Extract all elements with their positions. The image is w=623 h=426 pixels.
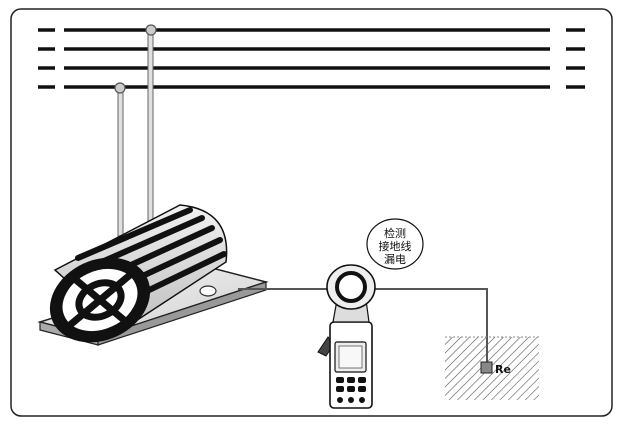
annotation-line-3: 漏电	[384, 253, 406, 266]
ground-rod: Re	[480, 361, 511, 376]
ground-rod-label: Re	[495, 363, 511, 376]
power-lines	[38, 28, 585, 89]
tap-node-1	[145, 24, 157, 36]
motor-end-cap	[49, 257, 151, 343]
clamp-meter	[317, 264, 376, 409]
tap-node-2	[114, 82, 126, 94]
meter-buttons	[336, 377, 366, 403]
motor	[49, 204, 228, 343]
annotation-bubble: 检测 接地线 漏电	[366, 218, 424, 270]
annotation-line-1: 检测	[384, 226, 406, 240]
mounting-hole	[199, 285, 217, 297]
annotation-line-2: 接地线	[379, 239, 412, 253]
